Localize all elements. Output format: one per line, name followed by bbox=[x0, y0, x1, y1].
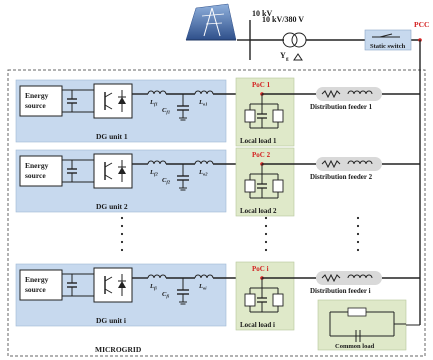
output-inductor-label: Lo1 bbox=[198, 99, 207, 107]
pcc-label: PCC bbox=[414, 20, 429, 29]
local-load-label: Local load i bbox=[240, 321, 275, 329]
inductor-icon bbox=[194, 274, 214, 279]
common-load-resistor-icon bbox=[347, 307, 367, 317]
utility-grid-picture bbox=[185, 3, 237, 41]
continuation-dots bbox=[120, 216, 360, 252]
load-resistor-icon bbox=[244, 179, 256, 193]
energy-source-label: source bbox=[25, 171, 46, 180]
energy-source-label: source bbox=[25, 285, 46, 294]
inductor-icon bbox=[347, 160, 373, 165]
feeder-resistor-icon bbox=[321, 89, 341, 99]
transformer-symbol bbox=[282, 32, 307, 48]
common-load: Common load bbox=[317, 299, 420, 351]
feeder-resistor-icon bbox=[321, 273, 341, 283]
filter-inductor-label: Lf1 bbox=[149, 99, 158, 107]
poc-label: PoC 2 bbox=[252, 151, 271, 159]
poc-label: PoC i bbox=[252, 265, 269, 273]
microgrid-label: MICROGRID bbox=[95, 345, 142, 354]
dg-unit-label: DG unit 2 bbox=[96, 202, 128, 211]
local-load-label: Local load 1 bbox=[240, 137, 277, 145]
energy-source-box bbox=[19, 155, 63, 187]
distribution-feeder-label: Distribution feeder 1 bbox=[310, 103, 373, 111]
energy-source-label: Energy bbox=[25, 275, 49, 284]
energy-source-box bbox=[19, 269, 63, 301]
distribution-feeder-label: Distribution feeder 2 bbox=[310, 173, 373, 181]
dg-unit-label: DG unit 1 bbox=[96, 132, 128, 141]
transformer-winding-y: Y bbox=[280, 51, 286, 60]
load-inductor-icon bbox=[272, 179, 284, 193]
microgrid-boundary bbox=[7, 69, 426, 357]
inductor-icon bbox=[147, 160, 167, 165]
local-load-panel bbox=[235, 261, 295, 331]
output-inductor-label: Lo2 bbox=[198, 169, 208, 177]
poc-label: PoC 1 bbox=[252, 81, 271, 89]
filter-inductor-label: Lf2 bbox=[149, 169, 158, 177]
filter-capacitor-label: Cf1 bbox=[162, 107, 170, 115]
dg-unit-label: DG unit i bbox=[96, 316, 126, 325]
feeder-resistor-icon bbox=[321, 159, 341, 169]
local-load-label: Local load 2 bbox=[240, 207, 277, 215]
energy-source-label: Energy bbox=[25, 161, 49, 170]
inductor-icon bbox=[347, 274, 373, 279]
inverter-box bbox=[93, 83, 133, 119]
inductor-icon bbox=[194, 160, 214, 165]
inductor-icon bbox=[147, 90, 167, 95]
hv-voltage-label: 10 kV bbox=[252, 9, 272, 18]
filter-capacitor-label: Cf2 bbox=[162, 177, 171, 185]
load-resistor-icon bbox=[244, 109, 256, 123]
filter-capacitor-label: Cfi bbox=[162, 291, 170, 299]
common-load-label: Common load bbox=[335, 343, 375, 350]
inductor-icon bbox=[347, 90, 373, 95]
filter-inductor-label: Lfi bbox=[149, 283, 157, 291]
energy-source-label: source bbox=[25, 101, 46, 110]
distribution-feeder-label: Distribution feeder i bbox=[310, 287, 371, 295]
output-inductor-label: Loi bbox=[198, 283, 207, 291]
transformer-winding-sub: g bbox=[286, 57, 289, 62]
static-switch: Static switch bbox=[364, 29, 412, 51]
inductor-icon bbox=[194, 90, 214, 95]
transformer-rating-label: 10 kV/380 V bbox=[262, 15, 304, 24]
load-resistor-icon bbox=[244, 293, 256, 307]
load-inductor-icon bbox=[272, 293, 284, 307]
inverter-box bbox=[93, 153, 133, 189]
inverter-box bbox=[93, 267, 133, 303]
inductor-icon bbox=[147, 274, 167, 279]
energy-source-box bbox=[19, 85, 63, 117]
delta-icon bbox=[293, 53, 303, 61]
energy-source-label: Energy bbox=[25, 91, 49, 100]
static-switch-label: Static switch bbox=[370, 43, 406, 50]
load-inductor-icon bbox=[272, 109, 284, 123]
